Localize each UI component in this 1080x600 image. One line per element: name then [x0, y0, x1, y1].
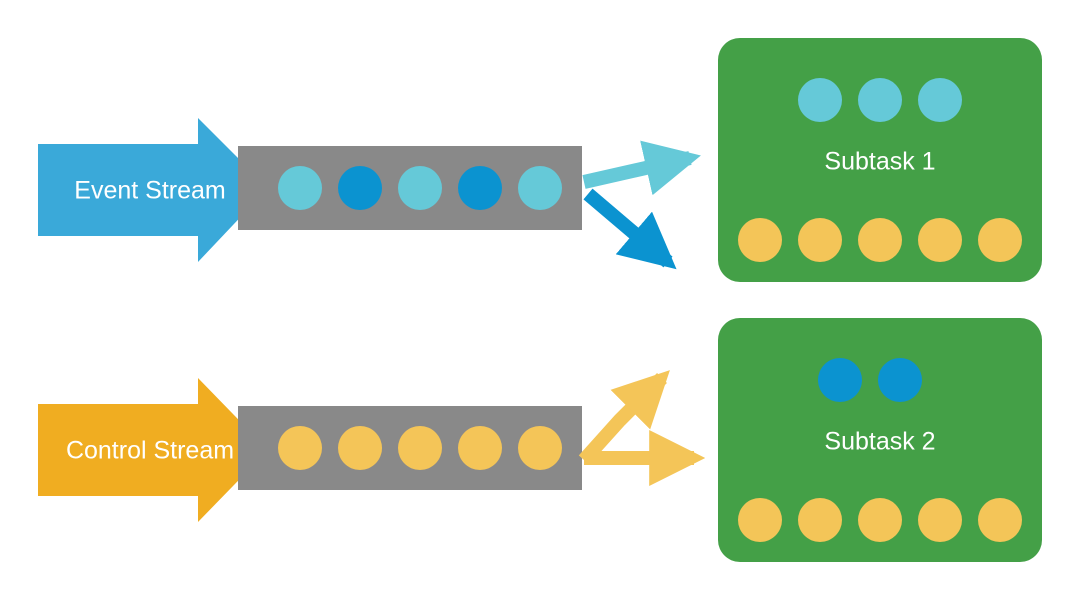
subtask-1-bottom-item	[858, 218, 902, 262]
control-queue-item	[278, 426, 322, 470]
event-queue-item	[278, 166, 322, 210]
event-output-arrow-light	[582, 140, 701, 196]
event-stream-row: Event Stream	[38, 118, 701, 270]
subtask-2-bottom-item	[738, 498, 782, 542]
event-queue-items	[278, 166, 562, 210]
subtask-1-bottom-items	[738, 218, 1022, 262]
event-queue-item	[518, 166, 562, 210]
subtask-1-top-items	[798, 78, 962, 122]
subtask-1-box: Subtask 1	[718, 38, 1042, 282]
subtask-1-top-item	[858, 78, 902, 122]
subtask-2-bottom-item	[918, 498, 962, 542]
subtask-1-label: Subtask 1	[824, 148, 935, 176]
control-stream-row: Control Stream	[38, 370, 706, 522]
subtask-1-top-item	[918, 78, 962, 122]
subtask-2-box: Subtask 2	[718, 318, 1042, 562]
event-queue-item	[398, 166, 442, 210]
subtask-2-bottom-item	[798, 498, 842, 542]
control-queue-item	[518, 426, 562, 470]
control-queue-items	[278, 426, 562, 470]
subtask-2-bottom-item	[858, 498, 902, 542]
subtask-1-bottom-item	[918, 218, 962, 262]
control-output-arrow-up	[578, 370, 670, 465]
subtask-1-bottom-item	[738, 218, 782, 262]
event-queue-item	[458, 166, 502, 210]
subtask-2-top-items	[818, 358, 922, 402]
subtask-2-background	[718, 318, 1042, 562]
control-queue-item	[458, 426, 502, 470]
subtask-2-bottom-item	[978, 498, 1022, 542]
subtask-1-bottom-item	[798, 218, 842, 262]
event-stream-arrow	[38, 118, 268, 262]
subtask-2-label: Subtask 2	[824, 428, 935, 456]
event-queue-item	[338, 166, 382, 210]
subtask-2-top-item	[878, 358, 922, 402]
event-output-arrow-dark	[583, 188, 677, 270]
subtask-2-top-item	[818, 358, 862, 402]
control-stream-label: Control Stream	[66, 437, 234, 465]
event-stream-label: Event Stream	[74, 177, 225, 205]
control-queue-item	[338, 426, 382, 470]
subtask-1-bottom-item	[978, 218, 1022, 262]
subtask-2-bottom-items	[738, 498, 1022, 542]
control-stream-arrow	[38, 378, 268, 522]
subtask-1-top-item	[798, 78, 842, 122]
control-queue-item	[398, 426, 442, 470]
